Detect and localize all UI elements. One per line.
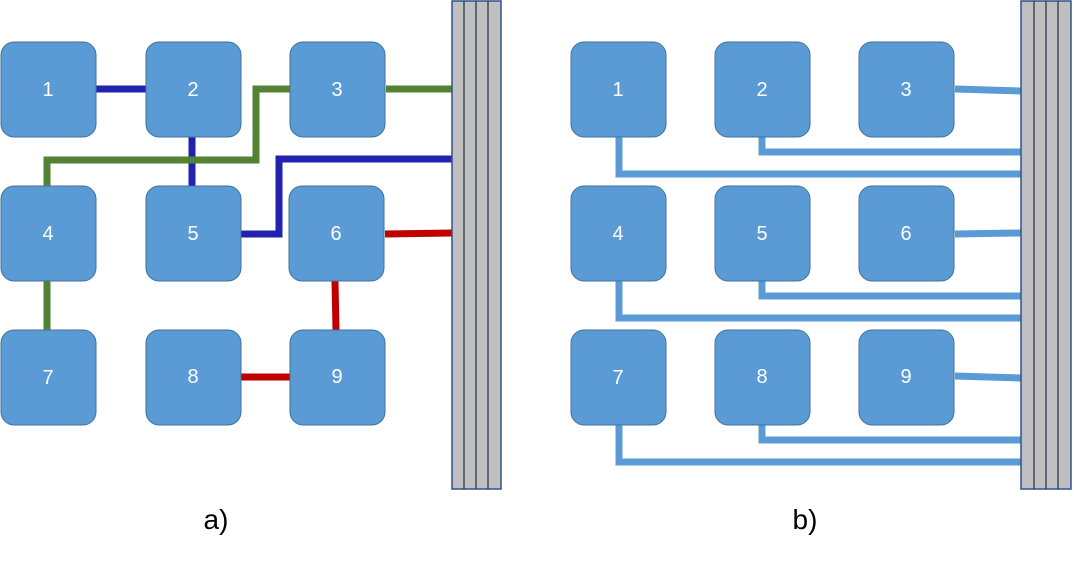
node-label: 9 xyxy=(900,366,911,388)
panel-b-node-3: 3 xyxy=(858,41,955,138)
panel-b-node-5: 5 xyxy=(714,185,811,282)
panel-a-wires xyxy=(43,85,453,381)
panel-a-node-2: 2 xyxy=(145,41,242,138)
wire-b-6-bus xyxy=(954,229,1022,238)
panel-a-node-1: 1 xyxy=(0,41,97,138)
wire-b-5-bus xyxy=(758,281,1021,300)
panel-b-node-4: 4 xyxy=(570,185,667,282)
node-label: 3 xyxy=(900,79,911,101)
node-label: 7 xyxy=(612,367,623,389)
node-label: 1 xyxy=(612,79,623,101)
wire-b-4-bus xyxy=(615,281,1021,322)
panel-b-node-7: 7 xyxy=(570,329,667,426)
panel-b-node-6: 6 xyxy=(858,185,955,282)
node-label: 1 xyxy=(42,79,53,101)
wire-a-green-3-4 xyxy=(43,85,290,186)
node-label: 6 xyxy=(900,223,911,245)
panel-b-node-1: 1 xyxy=(570,41,667,138)
panel-a-node-3: 3 xyxy=(289,41,386,138)
wire-a-red-6-9 xyxy=(331,280,340,331)
node-label: 8 xyxy=(187,366,198,388)
node-label: 4 xyxy=(42,223,53,245)
panel-b-wires xyxy=(615,85,1022,466)
wire-a-blue-5-bus xyxy=(241,155,452,238)
wire-b-7-bus xyxy=(615,425,1021,466)
node-label: 5 xyxy=(756,223,767,245)
panel-b-node-9: 9 xyxy=(858,329,955,426)
node-label: 9 xyxy=(331,366,342,388)
wire-b-9-bus xyxy=(954,372,1022,382)
panel-a-node-9: 9 xyxy=(289,329,386,426)
panel-b-bus xyxy=(1020,0,1072,490)
node-label: 7 xyxy=(42,367,53,389)
wire-b-3-bus xyxy=(954,85,1022,95)
panel-b: 1 2 3 4 5 6 7 8 xyxy=(570,0,1072,535)
panel-a-node-4: 4 xyxy=(0,185,97,282)
panel-b-caption: b) xyxy=(793,504,818,535)
node-label: 6 xyxy=(330,223,341,245)
wire-b-1-bus xyxy=(615,137,1021,178)
panel-a-node-5: 5 xyxy=(145,185,242,282)
panel-a-node-7: 7 xyxy=(0,329,97,426)
wire-b-2-bus xyxy=(758,137,1021,156)
node-label: 5 xyxy=(187,223,198,245)
node-label: 3 xyxy=(331,79,342,101)
panel-a-node-8: 8 xyxy=(145,329,242,426)
node-label: 8 xyxy=(756,366,767,388)
wire-b-8-bus xyxy=(758,425,1021,444)
panel-b-node-2: 2 xyxy=(714,41,811,138)
node-label: 2 xyxy=(187,79,198,101)
panel-a-bus xyxy=(451,0,502,490)
node-label: 2 xyxy=(756,79,767,101)
panel-a: 1 2 3 4 5 6 7 8 xyxy=(0,0,502,535)
node-label: 4 xyxy=(612,223,623,245)
panel-a-caption: a) xyxy=(204,504,229,535)
wire-a-red-6-bus xyxy=(384,229,453,238)
panel-b-node-8: 8 xyxy=(714,329,811,426)
panel-a-node-6: 6 xyxy=(288,185,385,282)
